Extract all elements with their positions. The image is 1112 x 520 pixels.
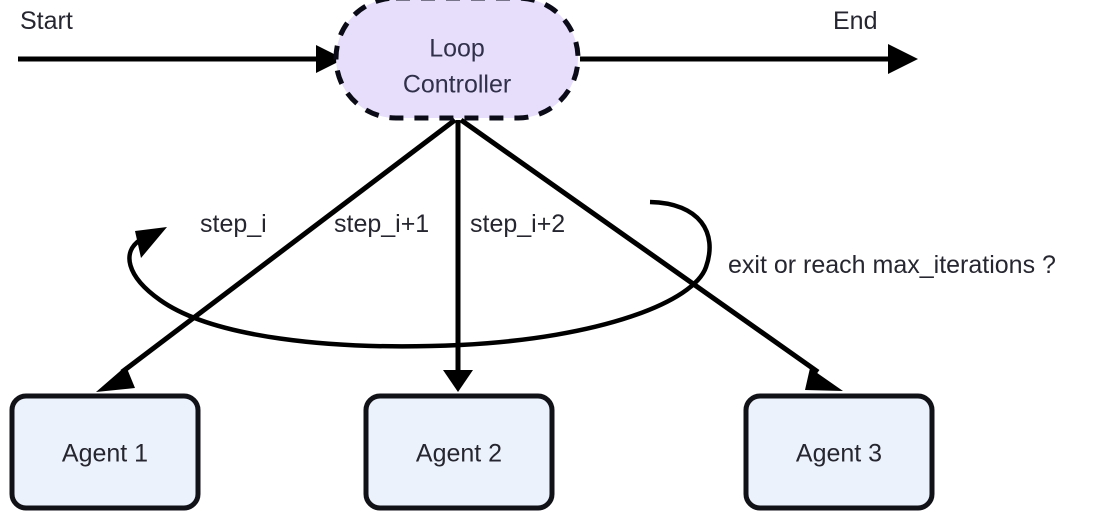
- start-label: Start: [20, 7, 73, 35]
- loop-controller-label-line1: Loop: [429, 35, 485, 63]
- loop-controller-shape[interactable]: [333, 0, 581, 121]
- node-agent-2[interactable]: Agent 2: [363, 393, 555, 511]
- edge-label-feedback: exit or reach max_iterations ?: [728, 251, 1056, 279]
- node-agent-1[interactable]: Agent 1: [9, 393, 201, 511]
- edge-controller-to-agent-1: [96, 118, 457, 392]
- agent3-edge-line: [459, 117, 820, 375]
- edge-controller-to-agent-3: [459, 117, 843, 391]
- agent-3-label: Agent 3: [796, 440, 882, 468]
- agent-2-shape[interactable]: [363, 393, 555, 511]
- edge-controller-to-agent-2: [443, 120, 473, 392]
- agent1-edge-line: [120, 118, 457, 374]
- edge-label-step-i: step_i: [200, 210, 267, 238]
- start-arrowhead-icon: [316, 45, 344, 73]
- agent-3-shape[interactable]: [743, 393, 935, 511]
- edge-label-step-i-plus-2: step_i+2: [470, 210, 565, 238]
- end-label: End: [833, 7, 877, 35]
- edge-label-step-i-plus-1: step_i+1: [334, 210, 429, 238]
- node-loop-controller[interactable]: Loop Controller: [333, 0, 581, 121]
- edge-controller-to-end: [580, 44, 918, 74]
- edge-start-to-controller: [18, 45, 344, 73]
- edge-feedback-loop: [127, 199, 712, 349]
- agent2-arrowhead-icon: [443, 370, 473, 392]
- agent-2-label: Agent 2: [416, 440, 502, 468]
- agent-1-shape[interactable]: [9, 393, 201, 511]
- feedback-arrowhead-icon: [135, 227, 167, 258]
- end-arrowhead-icon: [888, 44, 918, 74]
- node-agent-3[interactable]: Agent 3: [743, 393, 935, 511]
- agent3-arrowhead-icon: [805, 368, 843, 391]
- loop-controller-label-line2: Controller: [403, 71, 511, 99]
- agent-1-label: Agent 1: [62, 440, 148, 468]
- feedback-loop-curve: [127, 199, 712, 349]
- agent1-arrowhead-icon: [96, 366, 135, 392]
